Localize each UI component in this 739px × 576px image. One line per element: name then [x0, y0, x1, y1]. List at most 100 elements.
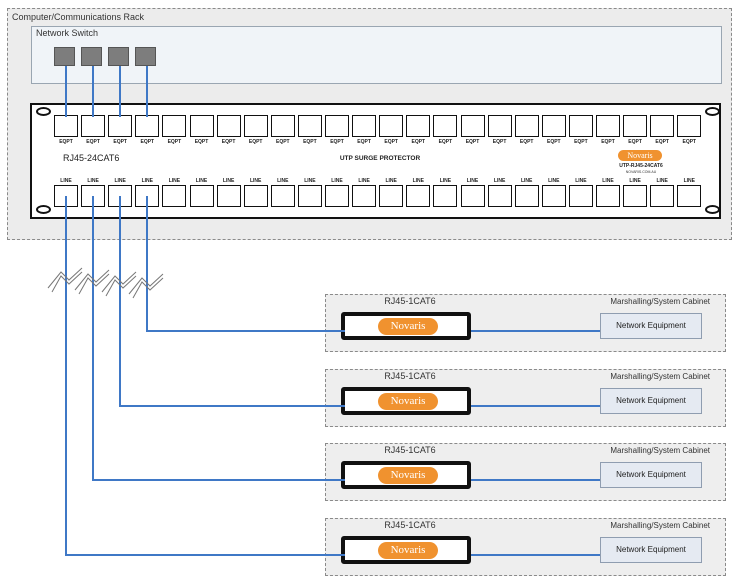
line-cable [119, 196, 345, 407]
line-port-label: LINE [358, 178, 370, 184]
eqpt-port [541, 115, 566, 137]
line-cable [146, 196, 345, 332]
eqpt-port-label: EQPT [384, 139, 398, 145]
mounting-hole [36, 205, 51, 214]
cable-break-mark [74, 269, 110, 291]
eqpt-port [623, 115, 648, 137]
eqpt-port-label: EQPT [167, 139, 182, 145]
eqpt-port-label: EQPT [275, 139, 290, 145]
cabinet-device-model: RJ45-1CAT6 [384, 296, 436, 306]
line-port-label: LINE [222, 178, 235, 184]
cable-break-mark [47, 267, 83, 289]
line-port-label: LINE [466, 178, 479, 184]
line-port [243, 185, 268, 207]
line-port-label: LINE [277, 178, 289, 184]
eqpt-port [433, 115, 458, 137]
panel-code: UTP-RJ45-24CAT6 [619, 163, 663, 169]
eqpt-port [325, 115, 349, 137]
eqpt-port [514, 115, 539, 137]
line-port [433, 185, 458, 207]
line-port-label: LINE [439, 178, 452, 184]
cable-break-mark [51, 271, 83, 293]
line-port [541, 185, 566, 207]
brand-logo: Novaris [378, 542, 438, 559]
cabinet-title: Marshalling/System Cabinet [610, 372, 710, 381]
line-port-label: LINE [195, 178, 208, 184]
line-port [568, 185, 593, 207]
cable-break-mark [105, 275, 137, 297]
panel-model: RJ45-24CAT6 [63, 153, 120, 163]
cable-break-mark [101, 271, 137, 293]
eqpt-port-label: EQPT [574, 139, 588, 145]
line-port-label: LINE [575, 178, 587, 184]
line-port-label: LINE [520, 178, 533, 184]
line-port [623, 185, 648, 207]
line-port-label: LINE [249, 178, 262, 184]
eqpt-port-label: EQPT [519, 139, 534, 145]
panel-subtext: NOVARIS.COM.AU [625, 170, 657, 174]
line-port-label: LINE [60, 178, 72, 184]
eqpt-port-label: EQPT [248, 139, 263, 145]
line-port-label: LINE [656, 178, 668, 184]
switch-port [54, 47, 75, 66]
eqpt-port-label: EQPT [492, 139, 507, 145]
eqpt-port [677, 115, 702, 137]
line-port [270, 185, 295, 207]
eqpt-port-label: EQPT [601, 139, 615, 145]
line-port [352, 185, 377, 207]
line-port [596, 185, 620, 207]
eqpt-port [596, 115, 620, 137]
line-port [325, 185, 349, 207]
eqpt-port-label: EQPT [465, 139, 480, 145]
cable-break-mark [132, 277, 164, 299]
cabinet-title: Marshalling/System Cabinet [610, 297, 710, 306]
eqpt-port-label: EQPT [59, 139, 73, 145]
eqpt-port [379, 115, 404, 137]
line-port-label: LINE [629, 178, 641, 184]
cabinet-title: Marshalling/System Cabinet [610, 521, 710, 530]
eqpt-port-label: EQPT [221, 139, 236, 145]
brand-logo: Novaris [378, 318, 438, 335]
rack-title: Computer/Communications Rack [12, 12, 145, 22]
eqpt-port-label: EQPT [655, 139, 669, 145]
eqpt-port-label: EQPT [113, 139, 127, 145]
eqpt-port-label: EQPT [194, 139, 209, 145]
line-port-label: LINE [304, 178, 316, 184]
eqpt-port [487, 115, 512, 137]
surge-protector-device [341, 312, 471, 340]
line-port-label: LINE [331, 178, 343, 184]
eqpt-port [162, 115, 187, 137]
network-equipment: Network Equipment [600, 313, 702, 339]
line-port-label: LINE [385, 178, 397, 184]
line-port [216, 185, 241, 207]
cabinet-device-model: RJ45-1CAT6 [384, 371, 436, 381]
eqpt-port-label: EQPT [330, 139, 344, 145]
switch-port [81, 47, 102, 66]
line-port-label: LINE [141, 178, 153, 184]
eqpt-port-label: EQPT [546, 139, 561, 145]
line-cable [65, 196, 345, 556]
switch-title: Network Switch [36, 28, 99, 38]
eqpt-port-label: EQPT [628, 139, 642, 145]
cabinet-device-model: RJ45-1CAT6 [384, 445, 436, 455]
network-equipment: Network Equipment [600, 462, 702, 488]
mounting-hole [705, 205, 720, 214]
mounting-hole [705, 107, 720, 116]
cabinet-device-model: RJ45-1CAT6 [384, 520, 436, 530]
network-equipment: Network Equipment [600, 537, 702, 563]
brand-logo: Novaris [378, 467, 438, 484]
line-port [487, 185, 512, 207]
mounting-hole [36, 107, 51, 116]
network-equipment: Network Equipment [600, 388, 702, 414]
line-port-label: LINE [168, 178, 181, 184]
eqpt-port [243, 115, 268, 137]
line-port [189, 185, 214, 207]
eqpt-port [270, 115, 295, 137]
cable-diagram [47, 66, 600, 556]
eqpt-port-label: EQPT [140, 139, 155, 145]
cabinet-title: Marshalling/System Cabinet [610, 446, 710, 455]
line-port-label: LINE [602, 178, 614, 184]
line-port-label: LINE [412, 178, 424, 184]
eqpt-port-label: EQPT [438, 139, 453, 145]
switch-port [135, 47, 156, 66]
